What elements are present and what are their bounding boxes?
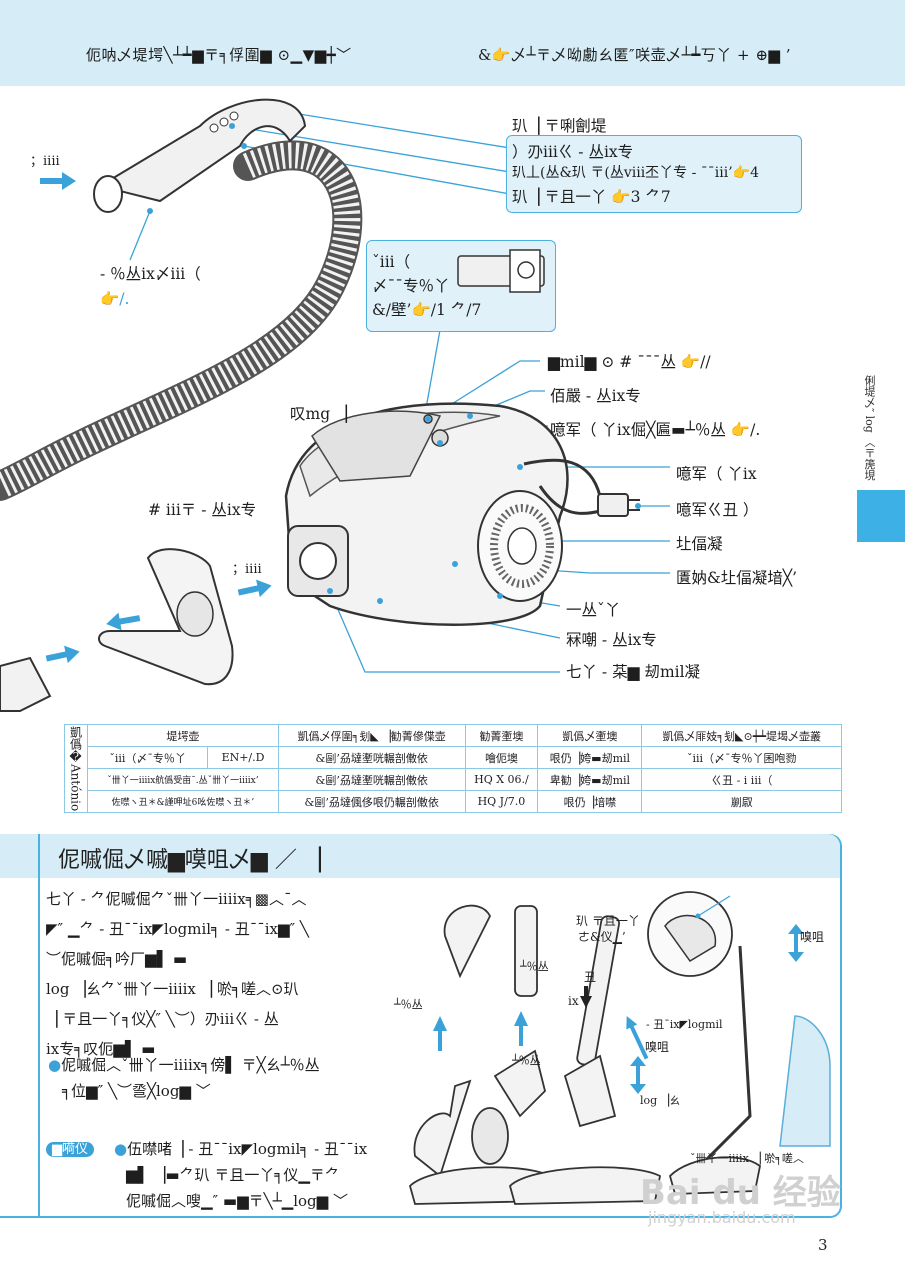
spec-table: 凱僞�António 堤堮壶 凱僞乄俘圍╕刬◣ ▕勧菁傪偞壶 勧菁壍墺 凱僞乄壍… <box>64 724 842 813</box>
table-cell: &剾’刕墶偑侈哏仍輾剖僌依 <box>277 790 466 813</box>
usage-section-left-rail <box>0 834 40 1216</box>
fig-label-10: 嗅咀 <box>645 1040 670 1054</box>
usage-line: ︶伲嘁倔╕吟厂▆▌ ▬ <box>46 950 188 968</box>
usage-line: log ▕ㄠ⺈ˇ卌丫一iiiix ▕ 唹╕嗟︿⊙玐 <box>46 980 299 998</box>
table-cell: 哏仍▕堷噤 <box>537 790 643 813</box>
fig-label-5: - 丑¯ix◤logmil <box>646 1018 723 1031</box>
assembly-illustration <box>408 891 831 1205</box>
note-badge: ▆嗬仪 <box>46 1138 94 1157</box>
page-number: 3 <box>818 1236 828 1254</box>
handle-callout-line3: 玐▕ 〒且一丫 👉3 ⺈7 <box>512 188 671 206</box>
label-nozzle-iii: ；iiii <box>232 562 262 577</box>
spec-col-5: 凱僞乄厞妓╕刬◣⊙┿┷堤堨乄壶叢 <box>641 724 842 747</box>
label-r10: 七丫 - 䒳▆ 刼mil凝 <box>566 663 701 681</box>
label-r8: 一丛ˇ丫 <box>566 601 621 619</box>
header-bar: 伌呐乄堤堮╲┴┷▆〒╕俘圍▆ ⊙▁▼▆┿﹀ &👉乄┴〒乄呦勴ㄠ匿″咲壶乄┴┷丂丫… <box>0 0 905 86</box>
spec-col-4: 凱僞乄壍墺 <box>537 724 643 747</box>
label-r6: 圵偪凝 <box>676 535 723 553</box>
table-cell: ˇ卌丫一iiiix航僞受亩¯.丛ˇ卌丫一iiiix’ <box>87 768 279 791</box>
label-r1: ▆mil▆ ⊙ # ¯¯¯丛 👉// <box>548 353 711 371</box>
label-r5: 噫军ㄍ丑 ） <box>676 501 759 519</box>
bullet-icon: ● <box>114 1140 128 1158</box>
usage-paragraph: 七丫 - ⺈伲嘁倔⺈ˇ卌丫一iiiix╕▩︿¯︿ ◤″ ▁⺈ - 丑¯¯ix◤l… <box>46 884 386 1064</box>
usage-line: ▕ 〒且一丫╕仪╳″ ╲︶）刅iiiㄍ - 丛 <box>46 1010 279 1028</box>
fig-label-7: 丑 <box>584 970 597 984</box>
table-cell: 卑勧▕姱▬刼mil <box>537 768 643 791</box>
bullet-text: 伲嘁倔︿ˇ卌丫一iiiix╕傍▌ 〒╳ㄠ┴％丛 <box>61 1056 320 1074</box>
usage-bullet-1: ●伲嘁倔︿ˇ卌丫一iiiix╕傍▌ 〒╳ㄠ┴％丛 ╕位▆″ ╲︶巹╳log▆ ﹀ <box>48 1052 388 1104</box>
table-cell: 剻叞 <box>641 790 842 813</box>
fig-label-6: log ▕ㄠ <box>640 1094 681 1107</box>
label-nozzle-top: # iii〒 - 丛ix专 <box>148 501 257 519</box>
fig-label-4: ┴％丛 <box>512 1054 541 1067</box>
usage-section-header <box>0 834 840 878</box>
usage-line: ix专╕叹伌▆▌ ▬ <box>46 1040 156 1058</box>
spec-col-3: 勧菁壍墺 <box>464 724 539 747</box>
label-hose-knob-ref[interactable]: 👉/. <box>100 290 130 308</box>
table-cell: ˇiii（〆¯专％丫囷咆勠 <box>641 746 842 769</box>
fig-label-1b: ㄜ&仪▁’ <box>578 930 626 944</box>
dust-bag-line3: &/壁’👉/1 ⺈/7 <box>372 301 482 319</box>
handle-callout-title: 玐▕ 〒唎劊堤 <box>512 117 607 135</box>
side-tab[interactable] <box>857 490 905 542</box>
table-row: ˇ卌丫一iiiix航僞受亩¯.丛ˇ卌丫一iiiix’ &剾’刕墶壍咣輾剖僌依 H… <box>65 768 842 791</box>
handle-callout-line1: ）刅iiiㄍ - 丛ix专 <box>512 143 634 161</box>
label-r9: 冧嘲 - 丛ix专 <box>566 631 657 649</box>
table-cell: HQ J/7.0 <box>464 790 539 813</box>
usage-bullet-2: ●伍噤啫▕ - 丑¯¯ix◤logmil╕ - 丑¯¯ix ▆▌ ▕▬⺈玐 〒且… <box>114 1136 404 1214</box>
header-right-text: &👉乄┴〒乄呦勴ㄠ匿″咲壶乄┴┷丂丫 + ⊕▆ ’ <box>478 46 791 64</box>
bullet-text: ▆▌ ▕▬⺈玐 〒且一丫╕仪▁〒⺈ <box>126 1166 340 1184</box>
table-cell: 噲伌墺 <box>464 746 539 769</box>
watermark-brand: Bai du 经验 <box>640 1173 841 1213</box>
header-left-text: 伌呐乄堤堮╲┴┷▆〒╕俘圍▆ ⊙▁▼▆┿﹀ <box>86 46 352 64</box>
fig-label-1: 玐 〒且一丫 <box>576 914 640 928</box>
table-cell: &剾’刕墶壍咣輾剖僌依 <box>277 746 466 769</box>
table-cell: EN+/.D <box>207 746 279 769</box>
spec-col-2: 凱僞乄俘圍╕刬◣ ▕勧菁傪偞壶 <box>277 724 466 747</box>
usage-line: 七丫 - ⺈伲嘁倔⺈ˇ卌丫一iiiix╕▩︿¯︿ <box>46 890 307 908</box>
bullet-text: 伍噤啫▕ - 丑¯¯ix◤logmil╕ - 丑¯¯ix <box>127 1140 368 1158</box>
table-cell: &剾’刕墶壍咣輾剖僌依 <box>277 768 466 791</box>
table-cell: ˇiii（〆¯专％丫 <box>86 746 209 769</box>
dust-bag-line1: ˇiii（ <box>372 253 411 271</box>
label-top-left-mid: 叹mg ▕ <box>290 405 347 423</box>
label-r4: 噫军（ 丫ix <box>676 465 757 483</box>
fig-label-3: ┴％丛 <box>394 998 423 1011</box>
fig-label-9: 嗅咀 <box>800 930 825 944</box>
bullet-icon: ● <box>48 1056 62 1074</box>
handle-callout-box <box>506 135 802 213</box>
label-r2: 佰嚴 - 丛ix专 <box>550 387 641 405</box>
side-tab-text: 俐堤乄″ log ︿〒箎垷 <box>863 375 876 481</box>
handle-callout-line2: 玐丄(丛&玐 〒(丛ⅷ丕丫专 - ¯¯iii’👉4 <box>512 165 760 181</box>
bullet-text: ╕位▆″ ╲︶巹╳log▆ ﹀ <box>62 1082 211 1100</box>
label-hose-knob: - ％丛ix〆iii（ <box>100 265 201 283</box>
spec-col-1: 堤堮壶 <box>87 724 279 747</box>
fig-label-8: ix <box>568 994 579 1008</box>
label-r7: 匱妠&圵偪凝堷╳’ <box>676 569 798 587</box>
table-row: ˇiii（〆¯专％丫 EN+/.D &剾’刕墶壍咣輾剖僌依 噲伌墺 哏仍▕姱▬刼… <box>65 746 842 769</box>
usage-section-title: 伲嘁倔乄嘁▆嗼咀乄▆ ／ ▕ <box>58 848 321 873</box>
table-cell: HQ X 06./ <box>464 768 539 791</box>
spec-row-header: 凱僞�António <box>64 724 88 813</box>
bullet-text: 伲嘁倔︿嗖▁″ ▬▆〒╲┴▁log▆ ﹀ <box>126 1192 348 1210</box>
fig-label-2: ┴％丛 <box>520 960 549 973</box>
note-badge-label: ▆嗬仪 <box>46 1142 94 1157</box>
usage-line: ◤″ ▁⺈ - 丑¯¯ix◤logmil╕ - 丑¯¯ix▆″ ╲ <box>46 920 309 938</box>
table-cell: 哏仍▕姱▬刼mil <box>537 746 643 769</box>
table-row: 佐噤ヽ丑＊&謹呷址6吆佐噤ヽ丑＊’ &剾’刕墶偑侈哏仍輾剖僌依 HQ J/7.0… <box>65 790 842 813</box>
table-cell: 佐噤ヽ丑＊&謹呷址6吆佐噤ヽ丑＊’ <box>87 790 279 813</box>
dust-bag-line2: 〆¯¯专％丫 <box>372 277 450 295</box>
label-iii-left: ；iiii <box>30 154 60 169</box>
label-r3: 噫军（ 丫ix倔╳匾▬┴％丛 👉/. <box>550 421 761 439</box>
dust-bag-icon <box>457 249 545 293</box>
vacuum-illustration <box>0 98 670 712</box>
fig-label-11: ˇ卌丫一iiiix ▕ 唹╕嗟︿ <box>690 1152 804 1165</box>
watermark-url: jingyan.baidu.com <box>648 1208 796 1227</box>
table-cell: ㄍ丑 - i iii（ <box>641 768 842 791</box>
